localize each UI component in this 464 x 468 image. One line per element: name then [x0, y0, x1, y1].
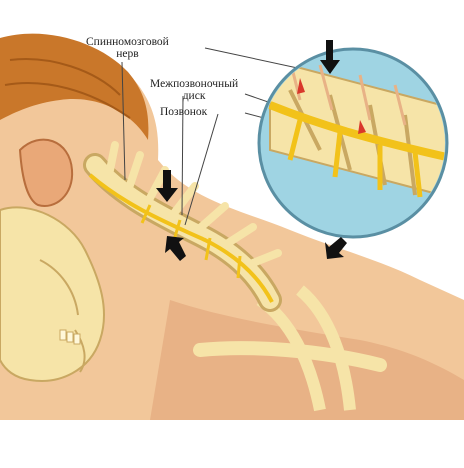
magnifier-lens	[259, 49, 460, 237]
label-intervertebral-disc: Межпозвоночный диск	[150, 78, 238, 102]
label-spinal-nerve: Спинномозговой нерв	[86, 36, 169, 60]
label-vertebra: Позвонок	[160, 106, 207, 118]
